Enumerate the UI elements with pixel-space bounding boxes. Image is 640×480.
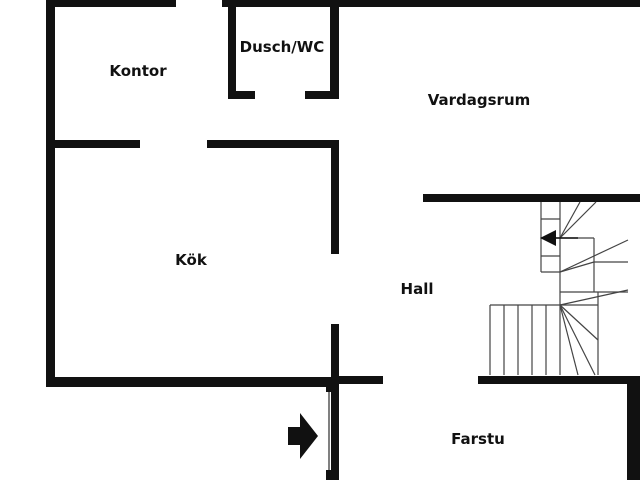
- stair-direction-arrow-icon: [540, 230, 578, 246]
- room-label-vardagsrum: Vardagsrum: [428, 91, 531, 109]
- wall-entrance-post-bottom: [326, 470, 339, 480]
- wall-wc-right: [330, 0, 339, 99]
- wall-kitchen-right-upper: [331, 140, 339, 254]
- wall-hall-bottom-left: [336, 376, 383, 384]
- wall-entrance-post-top: [326, 380, 339, 392]
- walls: [46, 0, 640, 480]
- staircase: [489, 201, 629, 376]
- room-label-hall: Hall: [401, 280, 434, 298]
- wall-kitchen-bottom: [46, 377, 336, 387]
- wall-top-right: [222, 0, 640, 7]
- wall-farstu-right: [627, 380, 640, 480]
- wall-top-left: [46, 0, 176, 7]
- wall-wc-left: [228, 0, 236, 98]
- room-label-dusch-wc: Dusch/WC: [240, 38, 325, 56]
- wall-kontor-bottom-left: [46, 140, 140, 148]
- wall-kontor-bottom-right: [207, 140, 339, 148]
- room-label-farstu: Farstu: [451, 430, 505, 448]
- wall-wc-bottom-right: [305, 91, 339, 99]
- room-label-kontor: Kontor: [109, 62, 167, 80]
- wall-wc-bottom-left: [228, 91, 255, 99]
- wall-living-bottom: [423, 194, 640, 202]
- wall-kitchen-right-lower: [331, 324, 339, 480]
- entrance-arrow-icon: [288, 413, 318, 459]
- wall-outer-left: [46, 0, 55, 387]
- room-label-kok: Kök: [175, 251, 208, 269]
- wall-hall-bottom-right: [478, 376, 640, 384]
